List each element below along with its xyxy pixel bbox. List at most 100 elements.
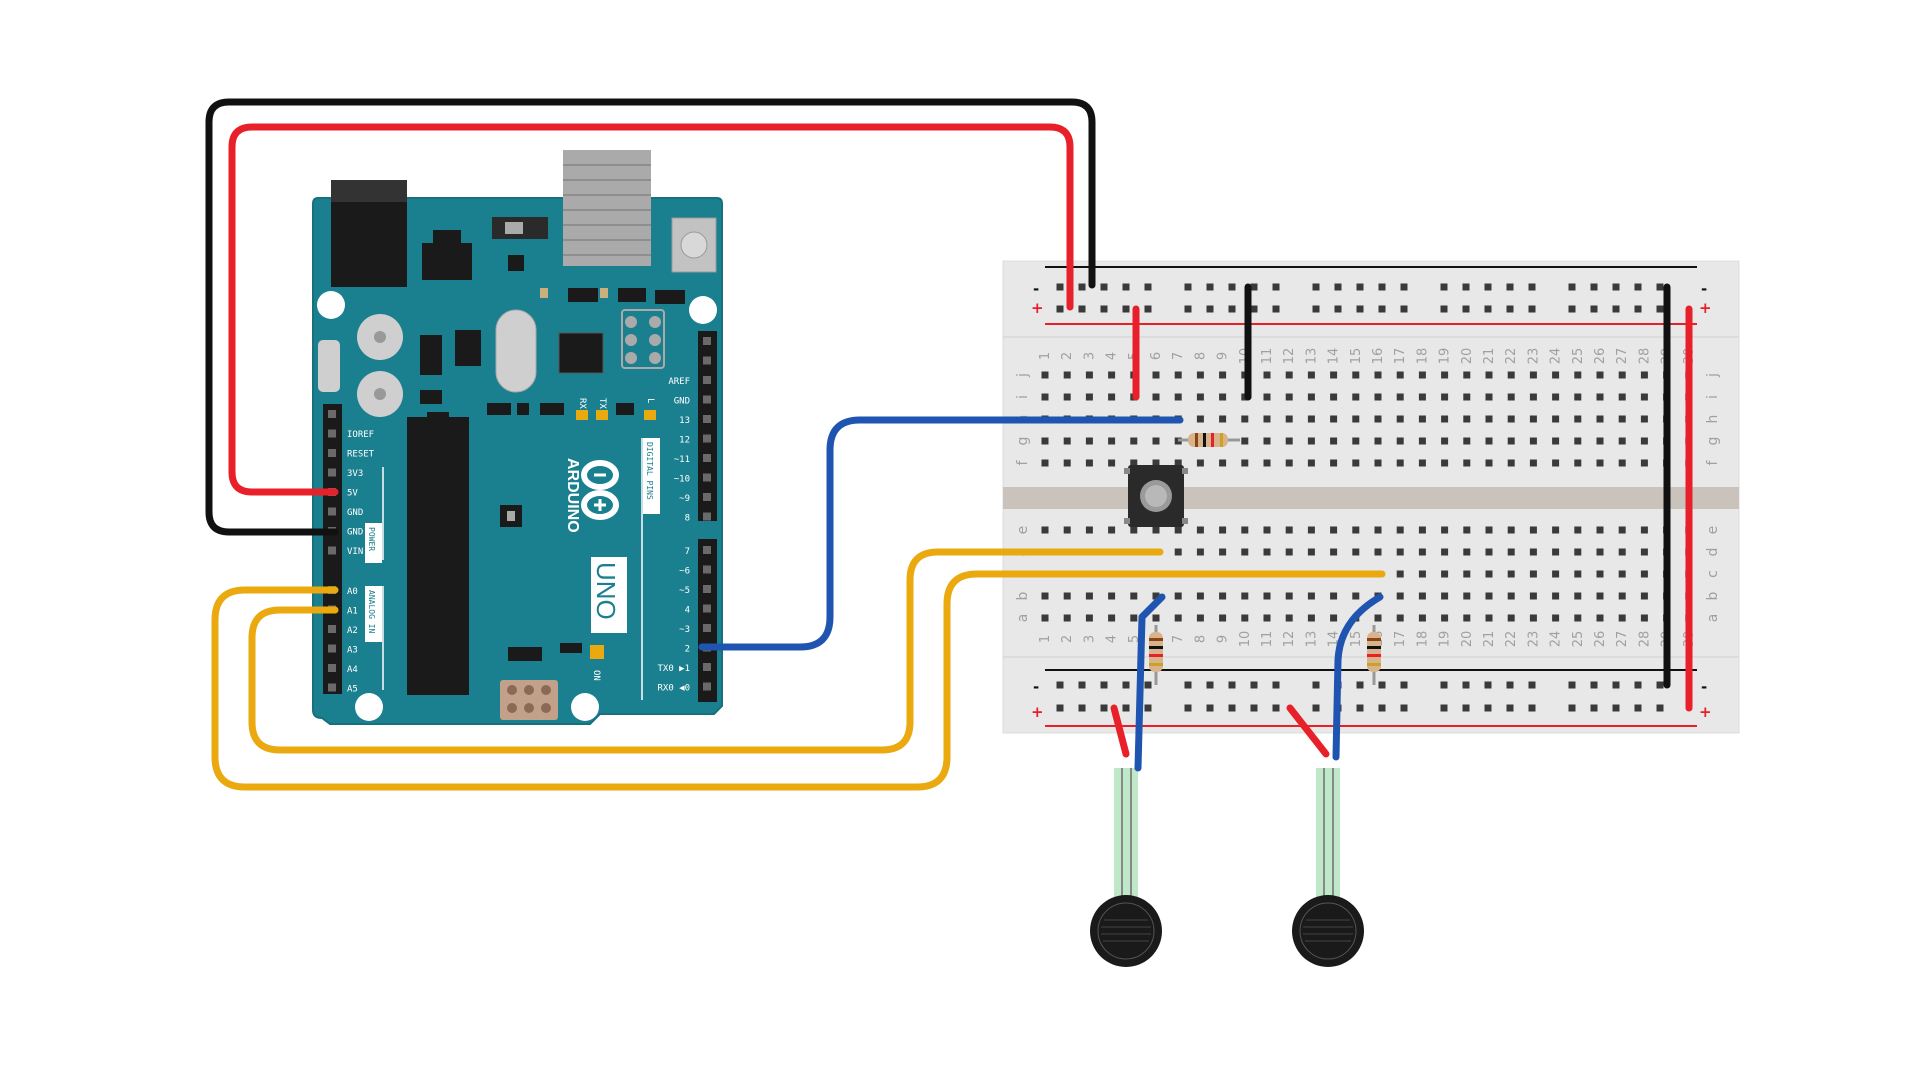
header-pin bbox=[328, 507, 336, 516]
analog-header-label: ANALOG IN bbox=[367, 590, 376, 634]
rail-hole bbox=[1184, 283, 1192, 291]
top-rail-plus-right: + bbox=[1699, 299, 1712, 317]
breadboard-hole bbox=[1463, 415, 1471, 423]
header-pin bbox=[328, 429, 336, 438]
breadboard-hole bbox=[1285, 614, 1293, 622]
breadboard-hole bbox=[1263, 459, 1271, 467]
breadboard-hole bbox=[1285, 371, 1293, 379]
digital-pin-label: 7 bbox=[685, 547, 690, 557]
rail-hole bbox=[1378, 305, 1386, 313]
breadboard-hole bbox=[1418, 459, 1426, 467]
rail-hole bbox=[1484, 704, 1492, 712]
sensor-2-blue-wire bbox=[1332, 593, 1384, 761]
breadboard-hole bbox=[1174, 371, 1182, 379]
breadboard-hole bbox=[1463, 459, 1471, 467]
breadboard-hole bbox=[1618, 437, 1626, 445]
header-pin bbox=[703, 454, 711, 462]
column-number-bottom: 17 bbox=[1393, 631, 1408, 648]
column-number-top: 7 bbox=[1171, 352, 1186, 360]
rail-hole bbox=[1056, 283, 1064, 291]
rail-hole bbox=[1440, 704, 1448, 712]
wire-digital-2 bbox=[698, 416, 1184, 651]
breadboard-hole bbox=[1463, 570, 1471, 578]
breadboard-hole bbox=[1485, 437, 1493, 445]
breadboard-hole bbox=[1196, 415, 1204, 423]
header-pin bbox=[328, 449, 336, 457]
breadboard-hole bbox=[1352, 415, 1360, 423]
breadboard-hole bbox=[1352, 437, 1360, 445]
breadboard-hole bbox=[1352, 592, 1360, 600]
breadboard-hole bbox=[1507, 437, 1515, 445]
column-number-bottom: 23 bbox=[1526, 631, 1541, 648]
rail-hole bbox=[1506, 283, 1514, 291]
breadboard-hole bbox=[1041, 526, 1049, 534]
rail-hole bbox=[1440, 681, 1448, 689]
column-number-bottom: 12 bbox=[1282, 631, 1297, 648]
breadboard-hole bbox=[1507, 415, 1515, 423]
column-number-top: 19 bbox=[1438, 348, 1453, 365]
rail-hole bbox=[1568, 704, 1576, 712]
sensor-2-red-wire bbox=[1286, 704, 1330, 758]
rail-hole bbox=[1612, 283, 1620, 291]
rail-hole bbox=[1656, 681, 1664, 689]
header-pin bbox=[703, 565, 711, 574]
digital-pin-label: 13 bbox=[679, 416, 690, 426]
breadboard-hole bbox=[1063, 614, 1071, 622]
rail-hole bbox=[1122, 305, 1130, 313]
breadboard-hole bbox=[1330, 371, 1338, 379]
breadboard-hole bbox=[1263, 614, 1271, 622]
breadboard-hole bbox=[1219, 459, 1227, 467]
breadboard-hole bbox=[1640, 592, 1648, 600]
breadboard-hole bbox=[1085, 393, 1093, 401]
breadboard-hole bbox=[1285, 393, 1293, 401]
rail-hole bbox=[1144, 305, 1152, 313]
l-led-label: L bbox=[645, 398, 655, 403]
breadboard-hole bbox=[1330, 548, 1338, 556]
breadboard-hole bbox=[1618, 459, 1626, 467]
breadboard-hole bbox=[1418, 570, 1426, 578]
breadboard-hole bbox=[1618, 415, 1626, 423]
breadboard-hole bbox=[1574, 526, 1582, 534]
breadboard-hole bbox=[1085, 526, 1093, 534]
rail-hole bbox=[1568, 283, 1576, 291]
rail-hole bbox=[1056, 704, 1064, 712]
rail-hole bbox=[1506, 681, 1514, 689]
column-number-top: 18 bbox=[1415, 348, 1430, 365]
breadboard-hole bbox=[1041, 371, 1049, 379]
breadboard-hole bbox=[1396, 570, 1404, 578]
breadboard-hole bbox=[1108, 614, 1116, 622]
breadboard-hole bbox=[1418, 437, 1426, 445]
rail-hole bbox=[1184, 305, 1192, 313]
rail-hole bbox=[1184, 681, 1192, 689]
breadboard-hole bbox=[1063, 393, 1071, 401]
digital-pin-label: ~10 bbox=[674, 475, 690, 485]
model-label: UNO bbox=[591, 562, 621, 620]
digital-pin-label: 4 bbox=[685, 606, 690, 616]
rail-hole bbox=[1590, 305, 1598, 313]
column-number-top: 11 bbox=[1260, 348, 1275, 365]
row-letter: g bbox=[1705, 437, 1721, 446]
rail-hole bbox=[1462, 681, 1470, 689]
column-number-top: 20 bbox=[1460, 348, 1475, 365]
usb-connector bbox=[563, 150, 651, 266]
breadboard-hole bbox=[1219, 614, 1227, 622]
breadboard-hole bbox=[1596, 393, 1604, 401]
breadboard-hole bbox=[1396, 393, 1404, 401]
column-number-top: 3 bbox=[1082, 352, 1097, 360]
breadboard-hole bbox=[1463, 592, 1471, 600]
breadboard-hole bbox=[1552, 614, 1560, 622]
breadboard-hole bbox=[1441, 592, 1449, 600]
rail-hole bbox=[1228, 283, 1236, 291]
rail-hole bbox=[1568, 305, 1576, 313]
arduino-uno-board: RX TX L ON ARDUINO bbox=[312, 150, 723, 725]
breadboard-hole bbox=[1330, 614, 1338, 622]
breadboard-hole bbox=[1219, 415, 1227, 423]
column-number-top: 13 bbox=[1304, 348, 1319, 365]
rail-hole bbox=[1440, 283, 1448, 291]
breadboard-hole bbox=[1441, 548, 1449, 556]
rail-hole bbox=[1612, 681, 1620, 689]
header-pin bbox=[328, 546, 336, 555]
header-pin bbox=[703, 663, 711, 671]
header-pin bbox=[703, 473, 711, 482]
breadboard-hole bbox=[1263, 393, 1271, 401]
